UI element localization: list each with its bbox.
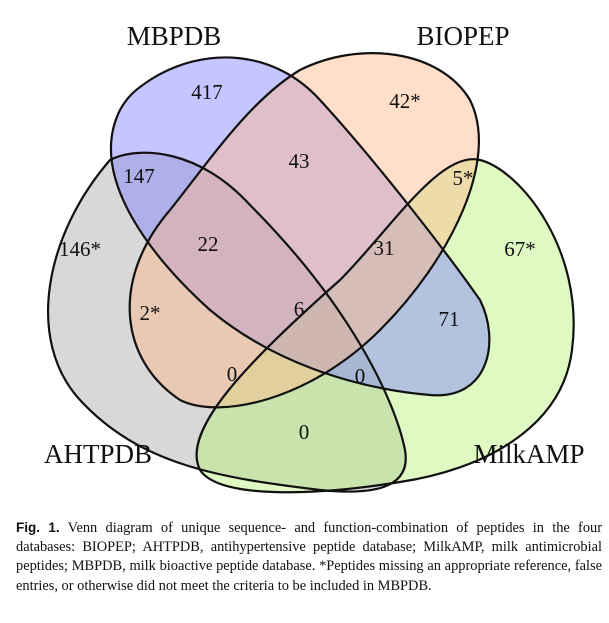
region-mbpdb-biopep: 43 (289, 149, 310, 173)
biopep-ellipse-outline (128, 52, 480, 409)
region-mbpdb-ahtpdb: 147 (123, 164, 155, 188)
set-label-biopep: BIOPEP (416, 21, 509, 51)
set-label-mbpdb: MBPDB (127, 21, 222, 51)
region-mbpdb-ahtpdb-milkamp: 0 (355, 364, 366, 388)
milkamp-ellipse-outline (195, 158, 575, 494)
region-all-four: 6 (294, 297, 305, 321)
region-ahtpdb-only: 146* (59, 237, 101, 261)
set-outlines (47, 52, 575, 494)
caption-label: Fig. 1. (16, 520, 60, 535)
mbpdb-ellipse-fill (111, 57, 490, 396)
region-mbpdb-biopep-milkamp: 31 (374, 236, 395, 260)
caption-text: Venn diagram of unique sequence- and fun… (16, 520, 603, 594)
region-biopep-ahtpdb: 2* (140, 301, 161, 325)
region-biopep-ahtpdb-milkamp: 0 (227, 362, 238, 386)
figure-caption: Fig. 1. Venn diagram of unique sequence-… (16, 518, 602, 596)
region-biopep-milkamp: 5* (453, 166, 474, 190)
set-fills (48, 53, 574, 493)
biopep-ellipse-fill (129, 53, 479, 408)
region-mbpdb-biopep-ahtpdb: 22 (198, 232, 219, 256)
region-milkamp-only: 67* (504, 237, 536, 261)
mbpdb-ellipse-outline (109, 56, 491, 397)
ahtpdb-ellipse-outline (47, 151, 407, 493)
region-biopep-only: 42* (389, 89, 421, 113)
venn-diagram: MBPDB BIOPEP AHTPDB MilkAMP 417 42* 146*… (44, 21, 585, 494)
region-mbpdb-milkamp: 71 (439, 307, 460, 331)
region-mbpdb-only: 417 (191, 80, 223, 104)
set-label-ahtpdb: AHTPDB (44, 439, 152, 469)
region-ahtpdb-milkamp: 0 (299, 420, 310, 444)
set-label-milkamp: MilkAMP (473, 439, 584, 469)
